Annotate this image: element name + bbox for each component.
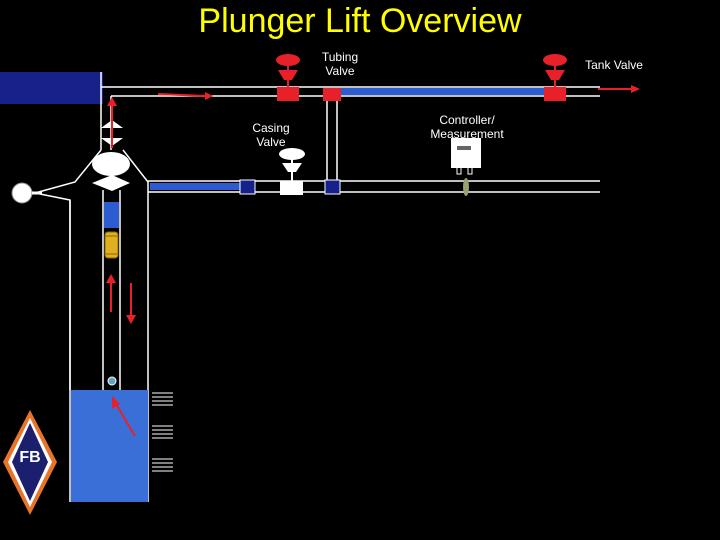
controller-label-line2: Measurement [430, 127, 504, 141]
casing-valve-label-line1: Casing [252, 121, 290, 135]
controller-label-line1: Controller/ [439, 113, 495, 127]
controller-icon [451, 138, 481, 175]
tank-valve-icon [543, 54, 567, 101]
perforations [152, 392, 173, 472]
liquid-column [71, 390, 148, 502]
gauge-icon [11, 182, 42, 204]
flow-meter-icon [463, 178, 469, 196]
casing-valve-label: Casing Valve [248, 121, 294, 149]
tubing-valve-icon [276, 54, 300, 101]
casing-flow-blue [150, 183, 245, 190]
blue-panel [0, 72, 103, 104]
tubing-valve-label: Tubing Valve [318, 50, 362, 78]
casing-valve-label-line2: Valve [256, 135, 286, 149]
tubing-tee [323, 88, 341, 101]
casing-fitting-1 [239, 179, 256, 195]
controller-label: Controller/ Measurement [424, 113, 510, 141]
tubing-valve-label-line2: Valve [325, 64, 355, 78]
tank-valve-label: Tank Valve [585, 58, 643, 72]
casing-fitting-2 [324, 179, 341, 195]
plunger-icon [104, 231, 119, 259]
tubing-valve-label-line1: Tubing [321, 50, 359, 64]
page-title: Plunger Lift Overview [198, 2, 522, 40]
casing-flow-line [148, 180, 600, 193]
bumper-spring [107, 376, 117, 386]
logo-text: FB [19, 449, 41, 466]
flow-arrows [106, 85, 640, 437]
tubing-flow-blue [340, 88, 545, 95]
casing-valve-icon [279, 148, 305, 195]
logo-icon [3, 410, 57, 515]
tubing-string [102, 190, 121, 390]
tubing-liquid [104, 202, 119, 228]
